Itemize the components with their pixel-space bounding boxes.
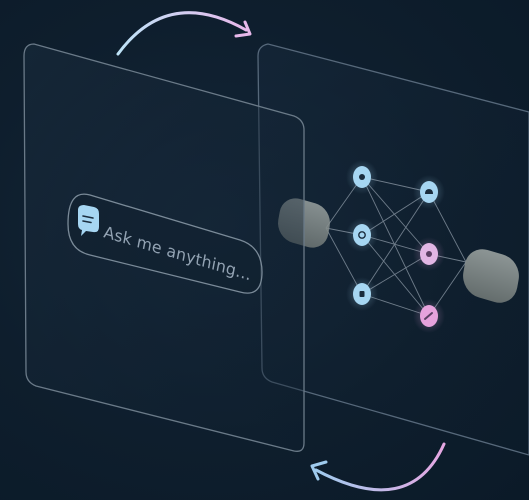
prompt-input[interactable] — [67, 193, 263, 294]
network-node — [346, 218, 378, 252]
network-node — [346, 277, 378, 311]
network-node — [413, 237, 445, 271]
network-node — [413, 175, 445, 209]
network-node — [413, 299, 445, 333]
arrow-curve-right-icon — [116, 11, 252, 56]
output-token — [463, 249, 519, 303]
network-node — [346, 160, 378, 194]
arrow-curve-left-icon — [310, 442, 446, 492]
chat-bubble-icon — [78, 205, 99, 236]
